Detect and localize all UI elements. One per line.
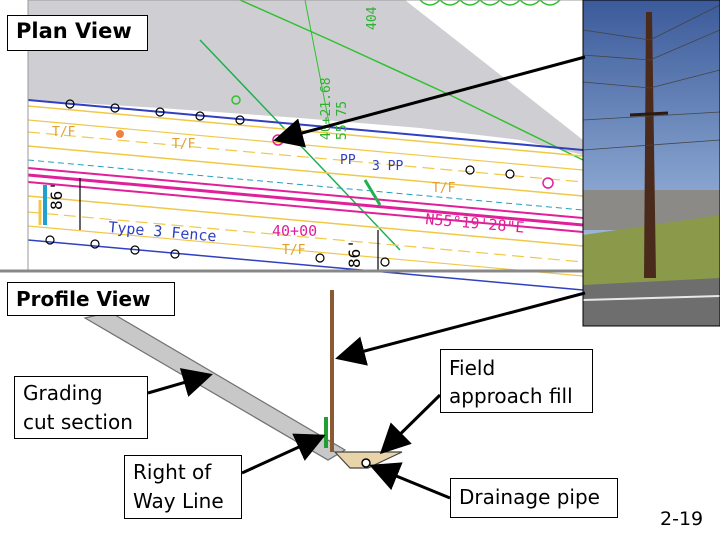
grading-cut-label: Grading cut section [14, 376, 148, 439]
plan-gray-area [28, 0, 583, 155]
plan-orange-marker [116, 130, 124, 138]
plan-pp-label-2: 3 PP [372, 159, 403, 174]
profile-view-label: Profile View [7, 282, 175, 316]
plan-dim-86-right: 86' [345, 239, 364, 268]
drainage-pipe-label-text: Drainage pipe [459, 485, 600, 509]
plan-tf-label: T/F [52, 125, 76, 140]
grading-cut-label-text: Grading cut section [23, 381, 133, 434]
plan-view-label-text: Plan View [16, 19, 132, 43]
photo-crossarm [629, 111, 669, 117]
plan-green-edge [239, 0, 584, 161]
profile-drainage-pipe [361, 458, 371, 468]
plan-station-vertical-2: 55.75 [335, 101, 350, 140]
plan-road-lines [27, 99, 584, 291]
field-approach-label-text: Field approach fill [449, 356, 573, 408]
drainage-pipe-label: Drainage pipe [450, 478, 618, 518]
field-approach-label: Field approach fill [440, 349, 593, 413]
photo-road-line [582, 295, 720, 301]
plan-tf-label-4: T/F [282, 243, 306, 258]
plan-tf-label-2: T/F [172, 137, 196, 152]
plan-top-numbers: 404 230 [365, 0, 380, 30]
photo-frame [582, 0, 720, 327]
arrow-drainage-pipe [369, 462, 451, 500]
plan-view-label: Plan View [7, 15, 148, 51]
plan-tf-label-3: T/F [432, 181, 456, 196]
plan-pp-label: PP [340, 153, 356, 168]
photo-wires [582, 4, 720, 151]
arrow-photo-to-plan [273, 55, 586, 148]
plan-green-mark [363, 179, 382, 206]
page-number: 2-19 [660, 508, 704, 530]
profile-view-label-text: Profile View [16, 287, 151, 311]
plan-diagonal-line-2 [304, 0, 331, 129]
plan-station-label: 40+00 [272, 222, 317, 240]
right-of-way-label-text: Right of Way Line [133, 460, 224, 513]
plan-green-wavy [419, 0, 561, 6]
arrow-grading-cut [147, 368, 213, 397]
plan-green-symbol [231, 95, 241, 105]
photo-road [583, 278, 720, 326]
arrow-approach-fill [379, 393, 442, 455]
right-of-way-label: Right of Way Line [124, 455, 242, 519]
plan-dim-86-left: 86' [47, 181, 66, 210]
arrow-right-of-way [241, 433, 326, 475]
plan-power-pole-symbol-2 [542, 177, 554, 189]
plan-fence-posts [45, 99, 515, 267]
pointer-arrows [147, 55, 586, 500]
arrow-photo-to-profile [335, 291, 586, 366]
